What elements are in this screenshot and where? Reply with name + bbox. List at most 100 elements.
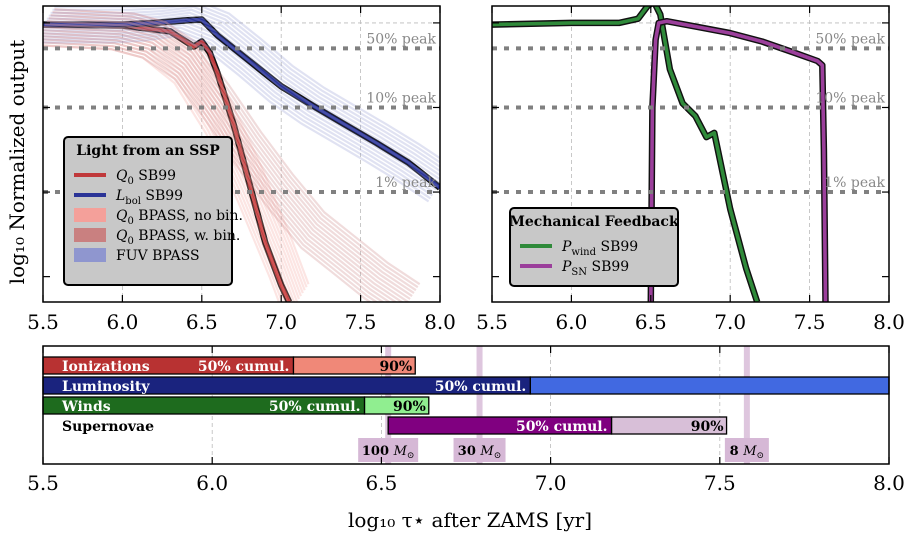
bar-segment-90 — [529, 376, 890, 395]
legend-entry-label: Q0 SB99 — [116, 168, 176, 187]
x-tick-label: 8.0 — [873, 310, 905, 334]
series-line — [649, 19, 828, 302]
series-band-line — [43, 20, 439, 188]
series-band-line — [46, 20, 302, 297]
series-band-line — [43, 26, 409, 302]
series-band-line — [44, 14, 440, 181]
series-band-line — [43, 29, 434, 197]
row-label: Winds — [61, 399, 111, 415]
legend-title: Light from an SSP — [76, 143, 220, 159]
series-band-line — [48, 8, 440, 173]
legend-entry-label: Q0 BPASS, no bin. — [116, 208, 243, 227]
x-tick-label: 6.0 — [196, 471, 228, 495]
legend-entry-label: FUV BPASS — [116, 248, 200, 264]
peak-label: 1% peak — [375, 175, 436, 191]
legend-entry-label: Pwind SB99 — [561, 239, 638, 258]
series-band-line — [43, 32, 398, 302]
series-band-line — [43, 35, 392, 302]
axes-frame — [491, 5, 890, 303]
cumul90-label: 90% — [691, 419, 724, 435]
series-band-line — [44, 23, 301, 300]
series-band-line — [48, 17, 415, 295]
x-tick-label: 7.5 — [345, 310, 377, 334]
peak-label: 10% peak — [366, 90, 436, 106]
series-band-line — [43, 29, 296, 302]
cumul90-label: 90% — [393, 399, 426, 415]
legend-swatch — [74, 248, 106, 262]
cumul50-label: 50% cumul. — [516, 419, 608, 435]
series-band-line — [46, 11, 440, 177]
series-band-line — [43, 23, 437, 191]
mass-marker-label: 100 M⊙ — [362, 444, 415, 461]
cumul50-label: 50% cumul. — [269, 399, 361, 415]
series-band-line — [43, 32, 293, 302]
cumul50-label: 50% cumul. — [435, 379, 527, 395]
series-band-line — [43, 35, 430, 203]
timeline-panel: Ionizations 50% cumul. 90% Luminosity 50% cu… — [27, 345, 905, 495]
x-tick-label: 6.5 — [365, 471, 397, 495]
x-tick-label: 6.5 — [635, 310, 667, 334]
series-group — [43, 6, 440, 302]
x-tick-label: 6.5 — [186, 310, 218, 334]
x-axis-label: log₁₀ τ⋆ after ZAMS [yr] — [348, 508, 592, 532]
legend-entry-label: Q0 BPASS, w. bin. — [116, 228, 240, 247]
legend-swatch — [74, 208, 106, 222]
x-tick-label: 7.0 — [714, 310, 746, 334]
row-label: Supernovae — [62, 419, 154, 435]
x-tick-label: 8.0 — [424, 310, 456, 334]
peak-label: 1% peak — [824, 175, 885, 191]
series-band-line — [54, 8, 310, 285]
y-axis-label: log₁₀ Normalized output — [5, 40, 29, 285]
series-line — [43, 22, 291, 302]
axes-frame — [42, 5, 441, 303]
series-band-line — [48, 17, 304, 294]
series-line — [43, 17, 440, 190]
series-band-line — [43, 38, 385, 302]
series-band-line — [43, 44, 373, 302]
legend-entry-label: Lbol SB99 — [115, 188, 183, 207]
x-tick-label: 7.5 — [704, 471, 736, 495]
mass-marker-label: 30 M⊙ — [458, 444, 501, 461]
series-band-line — [43, 38, 287, 302]
mass-marker-box — [358, 438, 419, 462]
series-band-line — [54, 6, 440, 160]
x-tick-label: 7.0 — [265, 310, 297, 334]
series-band-line — [46, 20, 413, 298]
series-band-line — [50, 6, 440, 169]
x-tick-label: 7.5 — [794, 310, 826, 334]
series-band-line — [50, 14, 417, 292]
x-tick-label: 5.5 — [27, 471, 59, 495]
series-band-line — [52, 11, 308, 288]
mass-marker-box — [724, 438, 769, 462]
cumul90-label: 90% — [379, 359, 412, 375]
series-band-line — [43, 26, 299, 302]
series-band-line — [43, 26, 435, 194]
x-tick-label: 8.0 — [873, 471, 905, 495]
series-line — [492, 6, 759, 302]
series-band-line — [43, 29, 404, 302]
x-tick-label: 6.0 — [555, 310, 587, 334]
x-tick-label: 5.5 — [476, 310, 508, 334]
series-band-line — [54, 8, 421, 286]
legend-title: Mechanical Feedback — [509, 214, 679, 230]
series-group — [492, 6, 829, 302]
series-band-line — [43, 41, 379, 302]
legend-entry-label: PSN SB99 — [561, 259, 629, 278]
series-band-line — [52, 11, 419, 289]
axes-frame — [42, 345, 890, 465]
series-band-line — [43, 17, 440, 185]
series-band-line — [50, 14, 306, 291]
x-tick-label: 7.0 — [535, 471, 567, 495]
x-tick-label: 5.5 — [27, 310, 59, 334]
legend-swatch — [74, 228, 106, 242]
row-label: Ionizations — [62, 359, 150, 375]
peak-label: 10% peak — [815, 90, 885, 106]
cumul50-label: 50% cumul. — [198, 359, 290, 375]
x-tick-label: 6.0 — [106, 310, 138, 334]
row-label: Luminosity — [62, 379, 150, 395]
mass-marker-box — [453, 438, 506, 462]
